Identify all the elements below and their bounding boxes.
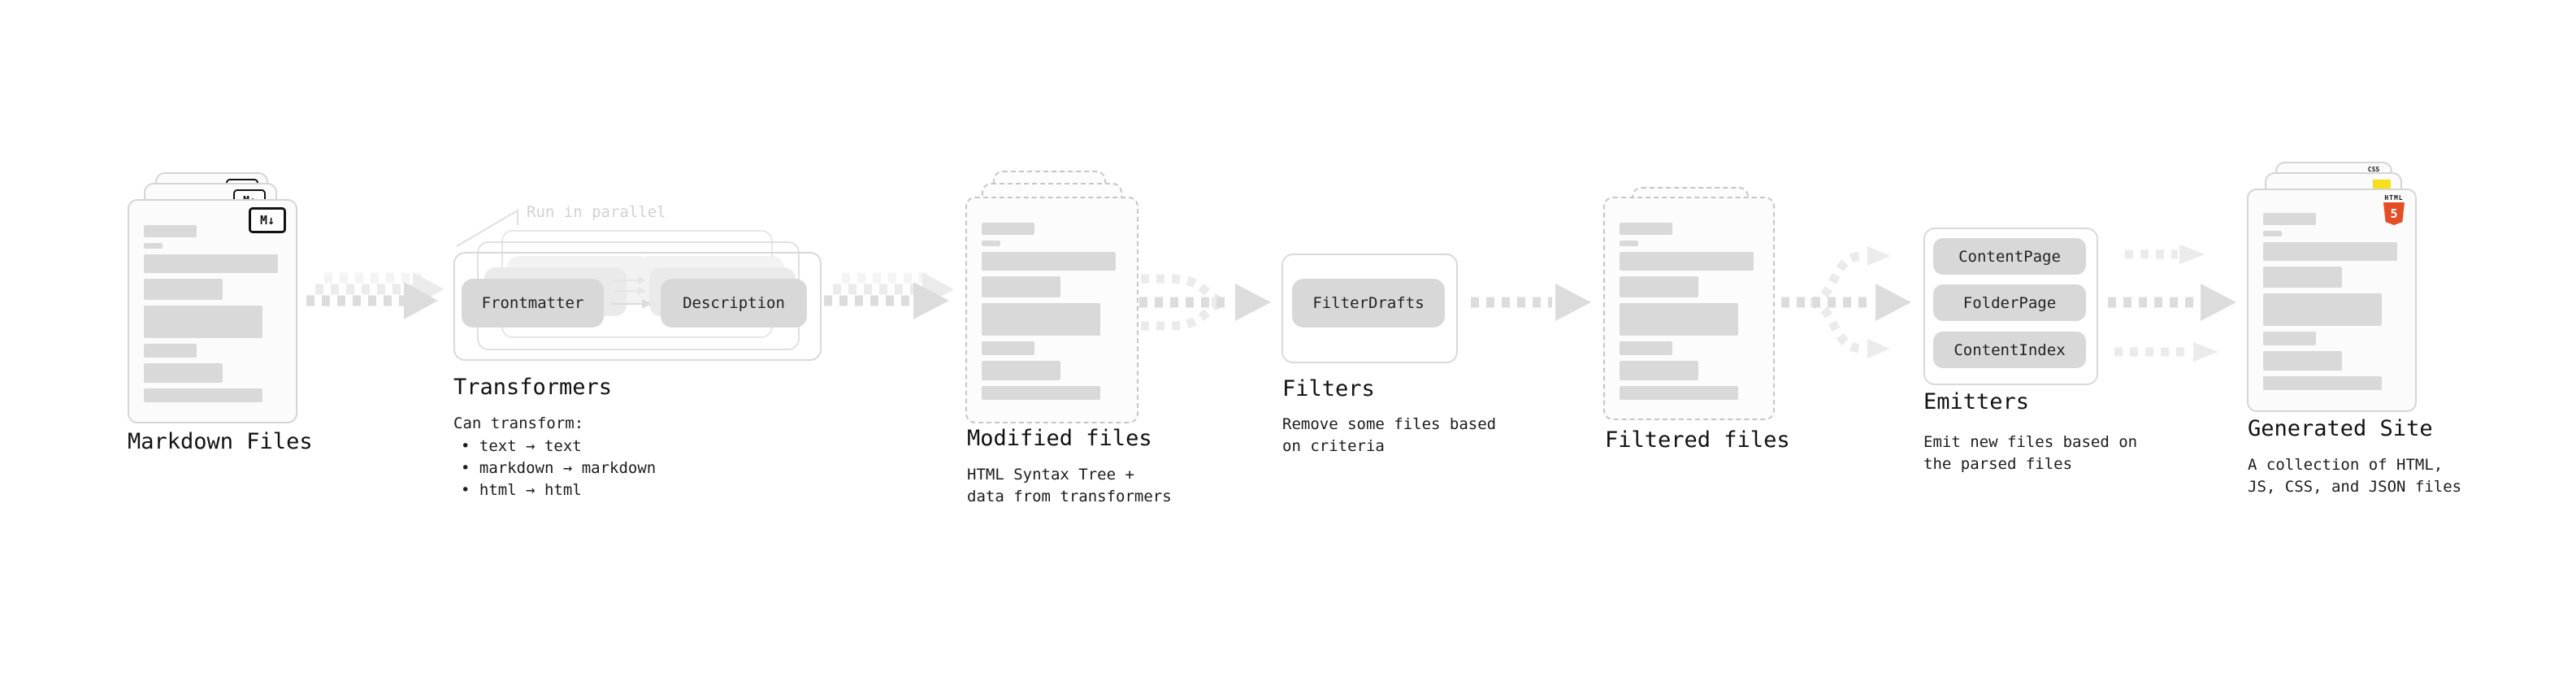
generated-file-card-html: HTML 5 — [2247, 189, 2417, 412]
filterdrafts-pill: FilterDrafts — [1292, 279, 1445, 327]
skeleton-bar — [2263, 351, 2342, 371]
generated-site-title: Generated Site — [2248, 416, 2433, 441]
description-pill: Description — [661, 279, 807, 327]
markdown-file-card-front: M↓ — [128, 199, 297, 423]
markdown-files-title: Markdown Files — [128, 429, 313, 454]
skeleton-bar — [982, 276, 1060, 297]
transformer-container-front — [453, 252, 822, 361]
skeleton-bar — [1620, 241, 1638, 246]
skeleton-bar — [144, 243, 163, 249]
skeleton-bar — [144, 363, 223, 383]
transformers-caption: Can transform: — [453, 414, 584, 432]
filtered-files-title: Filtered files — [1605, 427, 1790, 453]
skeleton-bar — [982, 252, 1116, 271]
emitters-caption: the parsed files — [1923, 455, 2073, 473]
skeleton-bar — [982, 241, 1000, 246]
transformers-bullet: • markdown → markdown — [461, 459, 657, 477]
skeleton-bar — [982, 386, 1100, 400]
skeleton-bar — [144, 254, 278, 273]
skeleton-bar — [144, 388, 262, 402]
flow-arrow-icon — [306, 272, 445, 319]
skeleton-bar — [2263, 231, 2282, 236]
modified-files-caption: HTML Syntax Tree + — [967, 466, 1134, 484]
filters-title: Filters — [1282, 376, 1375, 401]
transformers-title: Transformers — [453, 375, 613, 400]
skeleton-bar — [2263, 376, 2382, 390]
file-content-skeleton — [144, 225, 278, 402]
skeleton-bar — [982, 223, 1034, 235]
modified-files-caption: data from transformers — [967, 488, 1172, 505]
merge-arrow-icon — [1139, 274, 1271, 331]
file-content-skeleton — [982, 223, 1116, 400]
flow-arrow-icon — [824, 272, 954, 319]
folderpage-pill: FolderPage — [1933, 284, 2086, 321]
skeleton-bar — [144, 344, 197, 358]
contentindex-pill: ContentIndex — [1933, 332, 2086, 368]
skeleton-bar — [1620, 223, 1672, 235]
skeleton-bar — [2263, 242, 2397, 261]
skeleton-bar — [982, 361, 1060, 380]
filters-caption: Remove some files based — [1282, 415, 1497, 433]
skeleton-bar — [982, 341, 1034, 355]
skeleton-bar — [2263, 332, 2316, 345]
frontmatter-pill: Frontmatter — [462, 279, 604, 327]
skeleton-bar — [2263, 293, 2382, 326]
skeleton-bar — [1620, 386, 1738, 400]
modified-file-card-front — [965, 197, 1138, 423]
contentpage-pill: ContentPage — [1933, 238, 2086, 275]
emitters-container — [1923, 228, 2098, 385]
skeleton-bar — [1620, 361, 1698, 380]
file-content-skeleton — [2263, 213, 2397, 390]
emitters-title: Emitters — [1923, 389, 2030, 414]
file-content-skeleton — [1620, 223, 1754, 400]
markdown-icon: M↓ — [249, 207, 286, 233]
transformers-bullet: • html → html — [461, 481, 582, 499]
skeleton-bar — [2263, 267, 2342, 288]
skeleton-bar — [144, 279, 223, 300]
skeleton-bar — [144, 225, 197, 237]
skeleton-bar — [2263, 213, 2316, 225]
filters-caption: on criteria — [1282, 437, 1385, 455]
html5-icon: HTML 5 — [2383, 194, 2405, 225]
annotation-bracket-icon — [456, 209, 518, 247]
skeleton-bar — [1620, 276, 1698, 297]
emitters-caption: Emit new files based on — [1923, 433, 2138, 451]
transformers-bullet: • text → text — [461, 437, 582, 455]
filters-container — [1281, 254, 1458, 363]
skeleton-bar — [1620, 341, 1672, 355]
skeleton-bar — [144, 306, 262, 338]
parallel-arrows-icon — [2108, 245, 2236, 362]
skeleton-bar — [982, 303, 1100, 336]
pill-arrows-icon — [611, 276, 652, 309]
filtered-file-card-front — [1603, 197, 1775, 420]
run-in-parallel-label: Run in parallel — [527, 203, 666, 221]
generated-site-caption: JS, CSS, and JSON files — [2248, 478, 2462, 496]
skeleton-bar — [1620, 303, 1738, 336]
flow-arrow-icon — [1471, 284, 1591, 321]
modified-files-title: Modified files — [967, 426, 1152, 451]
split-arrow-icon — [1781, 246, 1911, 358]
skeleton-bar — [1620, 252, 1754, 271]
generated-site-caption: A collection of HTML, — [2248, 456, 2444, 474]
